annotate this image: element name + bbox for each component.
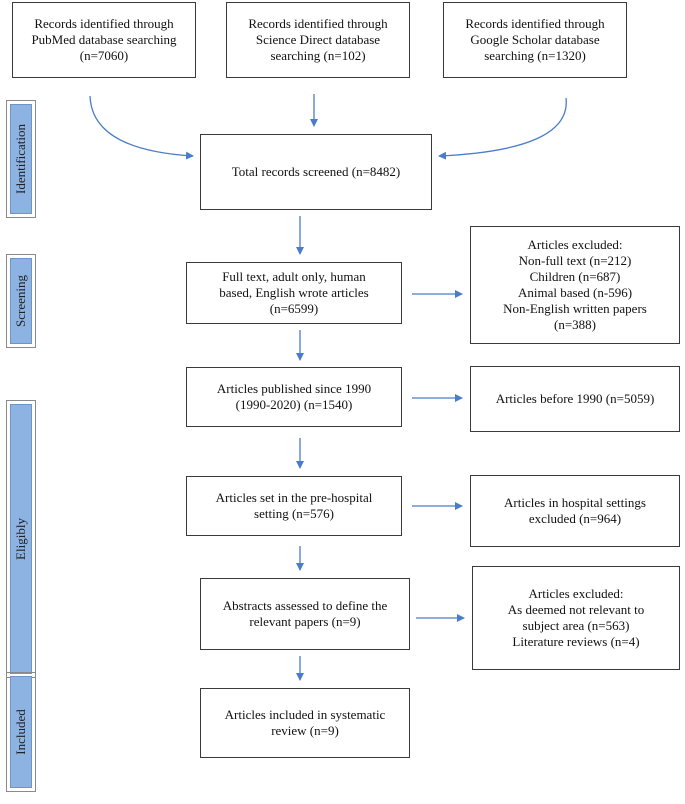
box-inhospital-line-1: Articles in hospital settings [504, 495, 646, 510]
box-before1990-line-1: Articles before 1990 (n=5059) [495, 391, 655, 406]
stage-screening: Screening [6, 254, 36, 348]
box-included: Articles included in systematic review (… [200, 688, 410, 758]
box-abstracts: Abstracts assessed to define the relevan… [200, 578, 410, 650]
box-fulltext-line-1: Full text, adult only, human [222, 269, 366, 284]
box-fulltext: Full text, adult only, human based, Engl… [186, 262, 402, 324]
box-sciencedirect-line-3: searching (n=102) [270, 48, 366, 63]
box-screened-line-1: Total records screened (n=8482) [231, 164, 401, 179]
box-scholar-line-2: Google Scholar database [470, 32, 600, 47]
box-before1990: Articles before 1990 (n=5059) [470, 366, 680, 432]
box-since1990-line-1: Articles published since 1990 [216, 381, 372, 396]
box-prehospital: Articles set in the pre-hospital setting… [186, 476, 402, 536]
box-excluded-2-line-4: Literature reviews (n=4) [512, 634, 640, 649]
box-abstracts-line-2: relevant papers (n=9) [249, 614, 361, 629]
box-excluded-1: Articles excluded: Non-full text (n=212)… [470, 226, 680, 344]
box-excluded-1-line-2: Non-full text (n=212) [518, 253, 632, 268]
box-fulltext-line-2: based, English wrote articles [219, 285, 369, 300]
box-excluded-1-line-6: (n=388) [554, 317, 596, 332]
box-pubmed-line-3: (n=7060) [79, 48, 129, 63]
box-excluded-1-line-5: Non-English written papers [503, 301, 647, 316]
box-excluded-2-line-3: subject area (n=563) [522, 618, 630, 633]
box-pubmed: Records identified through PubMed databa… [12, 2, 196, 78]
box-inhospital-line-2: excluded (n=964) [528, 511, 622, 526]
box-scholar: Records identified through Google Schola… [443, 2, 627, 78]
box-excluded-2-line-1: Articles excluded: [528, 586, 624, 601]
box-scholar-line-3: searching (n=1320) [484, 48, 586, 63]
box-excluded-1-line-4: Animal based (n-596) [517, 285, 633, 300]
box-excluded-1-line-3: Children (n=687) [529, 269, 621, 284]
box-since1990-line-2: (1990-2020) (n=1540) [235, 397, 353, 412]
box-pubmed-line-2: PubMed database searching [31, 32, 177, 47]
box-sciencedirect-line-1: Records identified through [248, 16, 388, 31]
box-since1990: Articles published since 1990 (1990-2020… [186, 367, 402, 427]
stage-eligibility: Eligibly [6, 400, 36, 678]
box-scholar-line-1: Records identified through [465, 16, 605, 31]
box-prehospital-line-1: Articles set in the pre-hospital [215, 490, 373, 505]
arrow-pubmed-to-screened [89, 95, 194, 160]
stage-identification: Identification [6, 100, 36, 218]
arrow-scholar-to-screened [438, 97, 567, 160]
box-excluded-2: Articles excluded: As deemed not relevan… [472, 566, 680, 670]
box-excluded-1-line-1: Articles excluded: [527, 237, 623, 252]
box-prehospital-line-2: setting (n=576) [254, 506, 334, 521]
box-sciencedirect: Records identified through Science Direc… [226, 2, 410, 78]
box-inhospital: Articles in hospital settings excluded (… [470, 475, 680, 547]
box-abstracts-line-1: Abstracts assessed to define the [222, 598, 388, 613]
box-fulltext-line-3: (n=6599) [269, 301, 319, 316]
box-included-line-2: review (n=9) [271, 723, 339, 738]
box-sciencedirect-line-2: Science Direct database [255, 32, 381, 47]
box-screened: Total records screened (n=8482) [200, 134, 432, 210]
box-excluded-2-line-2: As deemed not relevant to [507, 602, 645, 617]
box-pubmed-line-1: Records identified through [34, 16, 174, 31]
box-included-line-1: Articles included in systematic [224, 707, 386, 722]
stage-included: Included [6, 672, 36, 792]
